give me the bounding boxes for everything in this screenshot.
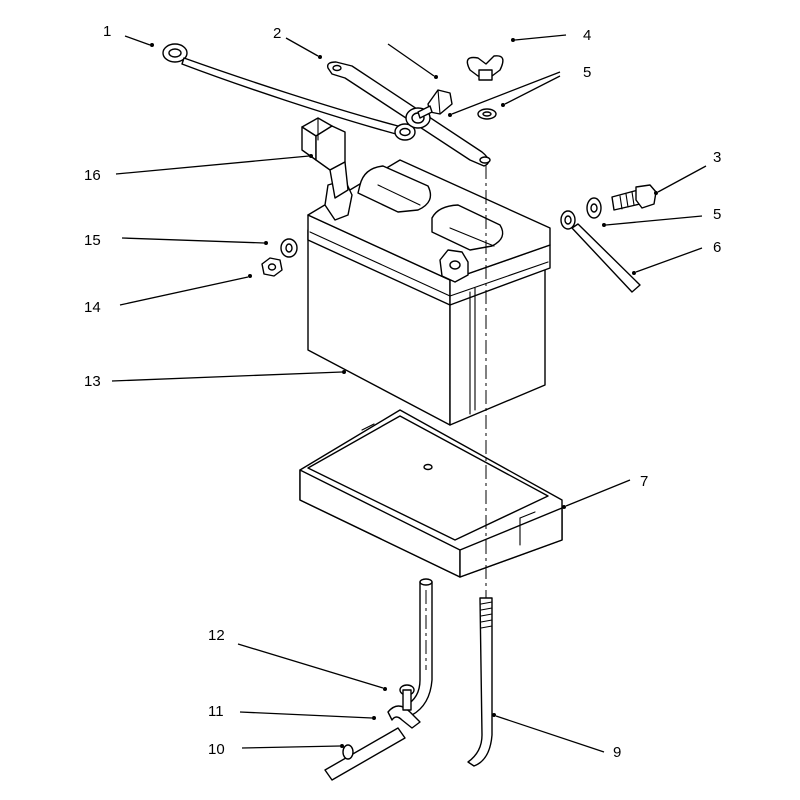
callout-9: 9 [613,744,621,761]
callout-13: 13 [84,373,101,390]
battery-tray [299,409,563,578]
hold-down-rod [467,165,493,767]
callout-labels: 1 2 4 5 3 5 6 7 9 10 11 12 13 14 15 16 [84,23,721,761]
callout-10: 10 [208,741,225,758]
battery-cable-1 [162,43,416,141]
callout-4: 4 [583,27,591,44]
wing-nut [466,55,504,81]
callout-6: 6 [713,239,721,256]
callout-16: 16 [84,167,101,184]
callout-7: 7 [640,473,648,490]
callout-3: 3 [713,149,721,166]
battery-cable-6 [560,210,641,293]
terminal-washer-left [280,238,298,258]
callout-5-right: 5 [713,206,721,223]
battery-body [307,159,551,426]
callout-14: 14 [84,299,101,316]
callout-15: 15 [84,232,101,249]
callout-2: 2 [273,25,281,42]
vent-tube [324,578,433,781]
tube-clamp [387,705,421,729]
leader-lines [111,34,707,753]
wing-nut-washer [477,108,497,120]
callout-1: 1 [103,23,111,40]
strap-bolt-washer [405,89,453,129]
terminal-nut [261,257,283,277]
callout-5-top: 5 [583,64,591,81]
terminal-washer [586,197,602,219]
terminal-boot [301,117,349,199]
callout-11: 11 [208,703,224,720]
terminal-bolt [611,184,657,211]
clamp-bolt [399,684,415,711]
callout-12: 12 [208,627,225,644]
